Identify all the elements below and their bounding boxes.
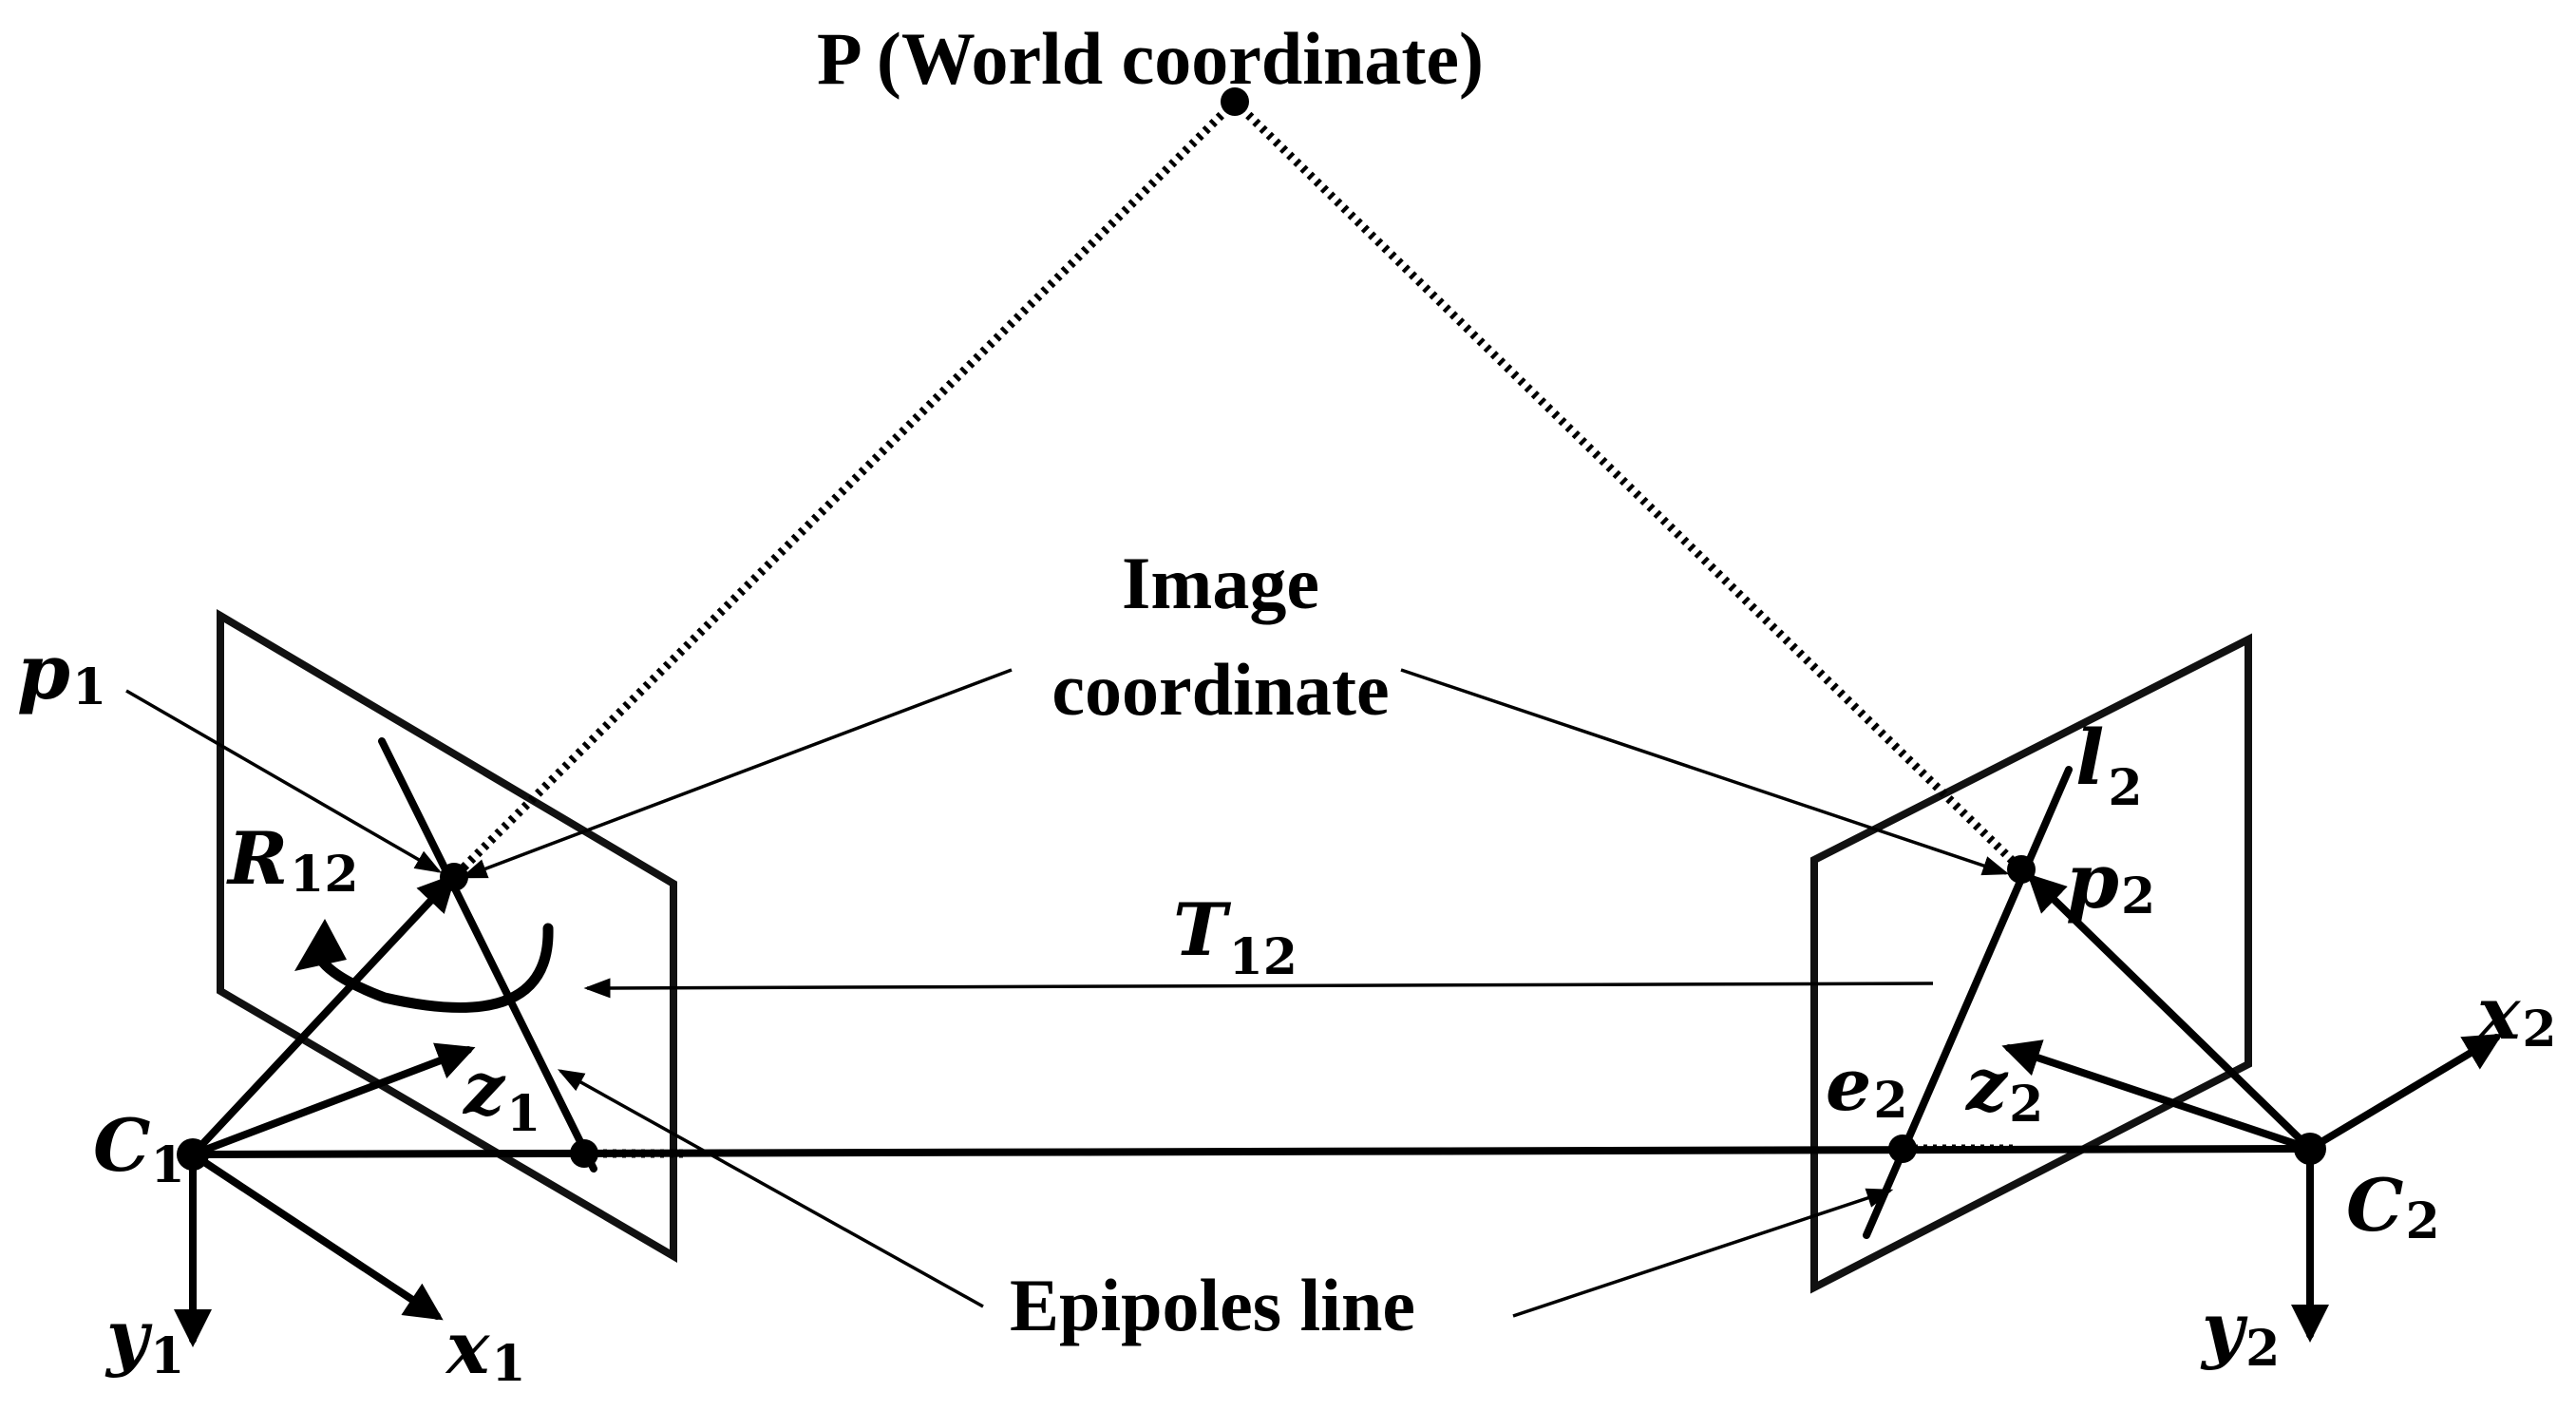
camera-center-c2 bbox=[2294, 1133, 2326, 1165]
translation-arrow-t12 bbox=[583, 978, 1934, 999]
e2-label: e2 bbox=[1826, 1042, 1908, 1130]
leader-epipoles-left bbox=[557, 1069, 984, 1308]
axis-x2 bbox=[2306, 1033, 2503, 1153]
leader-image-coordinate-right bbox=[1400, 668, 2010, 876]
z2-label: z2 bbox=[1964, 1042, 2043, 1134]
rotation-arc-r12 bbox=[315, 923, 554, 1013]
axis-z1 bbox=[189, 1042, 476, 1158]
ray-p-to-p1 bbox=[450, 98, 1239, 881]
image-coordinate-label-line1: Image bbox=[1122, 542, 1319, 624]
epipolar-line-left bbox=[378, 737, 597, 1173]
l2-label: l2 bbox=[2075, 713, 2143, 817]
ray-c1-to-p1 bbox=[189, 873, 457, 1158]
camera-center-c1 bbox=[177, 1138, 209, 1171]
p1-label: p1 bbox=[17, 627, 106, 716]
p2-label: p2 bbox=[2066, 836, 2155, 925]
y2-label: y2 bbox=[2200, 1287, 2280, 1378]
r12-label: R12 bbox=[226, 816, 359, 904]
right-image-plane bbox=[1810, 633, 2252, 1294]
rotation-arrowhead-icon bbox=[294, 919, 347, 971]
c1-label: C1 bbox=[93, 1103, 185, 1194]
z1-label: z1 bbox=[462, 1046, 540, 1143]
image-point-p1 bbox=[440, 863, 468, 891]
x2-label: x2 bbox=[2475, 971, 2557, 1058]
ray-c2-to-p2 bbox=[2027, 873, 2314, 1153]
t12-label: T12 bbox=[1173, 887, 1297, 986]
x1-label: x1 bbox=[445, 1306, 526, 1393]
image-point-p2 bbox=[2007, 855, 2036, 884]
baseline-c1-c2 bbox=[189, 1145, 2314, 1158]
world-point-label: P (World coordinate) bbox=[817, 17, 1484, 100]
epipole-e1 bbox=[570, 1139, 598, 1168]
leader-image-coordinate-left bbox=[460, 668, 1013, 879]
world-point-p bbox=[1221, 87, 1249, 116]
ray-p-to-p2 bbox=[1231, 98, 2025, 873]
leader-epipoles-right bbox=[1512, 1188, 1894, 1318]
axis-z2 bbox=[2001, 1039, 2314, 1153]
y1-label: y1 bbox=[104, 1294, 184, 1385]
leader-p1 bbox=[125, 689, 443, 873]
epipoles-line-label: Epipoles line bbox=[1010, 1264, 1415, 1346]
c2-label: C2 bbox=[2346, 1163, 2440, 1250]
image-coordinate-label-line2: coordinate bbox=[1051, 648, 1389, 731]
left-image-plane bbox=[217, 608, 677, 1263]
axis-x1 bbox=[189, 1151, 444, 1321]
epipolar-line-right bbox=[1863, 766, 2073, 1239]
epipole-e2 bbox=[1888, 1135, 1917, 1163]
